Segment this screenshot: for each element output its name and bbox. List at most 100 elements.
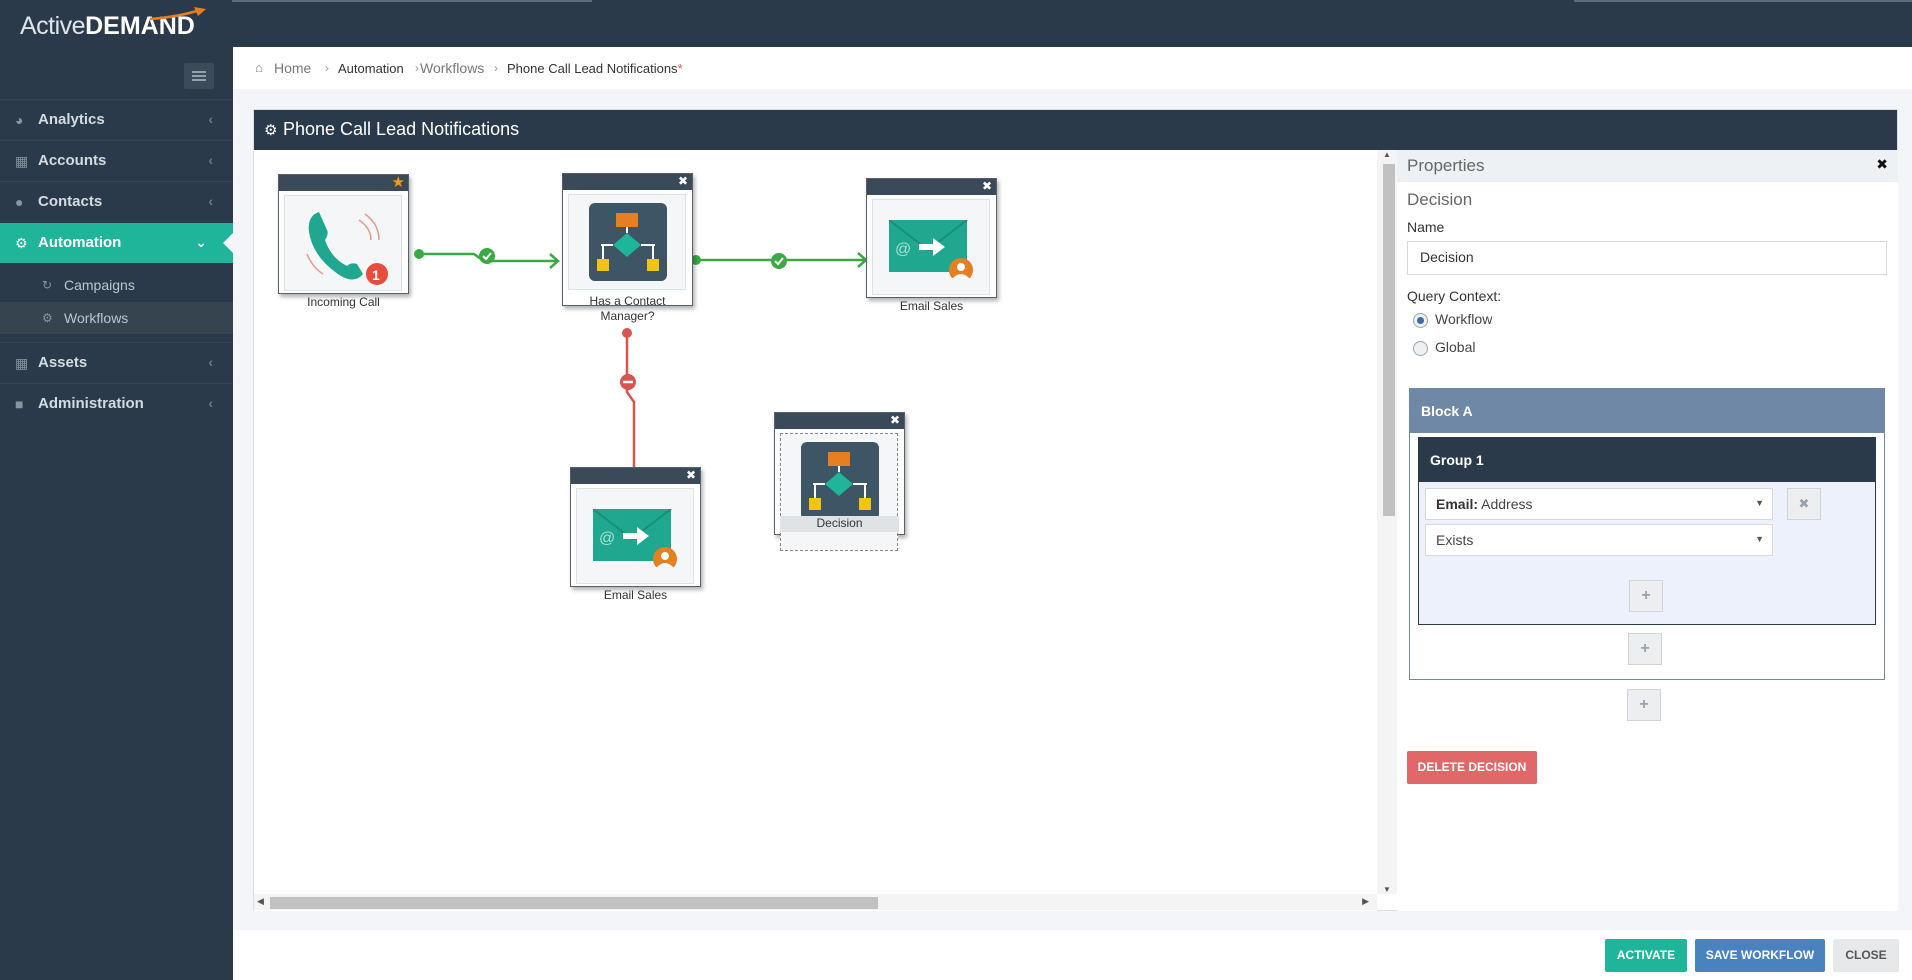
node-icon-box: 1 (284, 195, 402, 291)
breadcrumb-workflows-link[interactable]: Workflows (420, 60, 485, 76)
scrollbar-thumb[interactable] (270, 897, 878, 909)
add-block-button[interactable]: + (1627, 689, 1661, 721)
node-email-sales[interactable]: ✖ @ Email Sales (570, 467, 701, 602)
star-icon[interactable]: ★ (391, 174, 405, 191)
breadcrumb-separator: › (494, 61, 498, 75)
sidebar-item-automation[interactable]: ⚙ Automation ⌄ (0, 223, 233, 263)
breadcrumb-automation-link[interactable]: Automation (338, 61, 404, 76)
name-input-value: Decision (1420, 249, 1474, 265)
node-header: ✖ (563, 174, 692, 190)
panel-title: Phone Call Lead Notifications (283, 119, 520, 139)
breadcrumb-current-label: Phone Call Lead Notifications (507, 61, 678, 76)
sidebar-toggle-button[interactable] (184, 63, 214, 89)
scroll-up-icon[interactable]: ▲ (1383, 150, 1391, 159)
vertical-scrollbar[interactable]: ▲ ▼ (1377, 150, 1397, 894)
close-button[interactable]: CLOSE (1833, 939, 1899, 972)
node-decision[interactable]: ✖ Decision (774, 412, 905, 551)
activate-button[interactable]: ACTIVATE (1605, 939, 1687, 972)
radio-label: Global (1435, 339, 1476, 355)
node-header: ✖ (571, 468, 700, 484)
phone-icon (306, 212, 388, 285)
node-email-sales[interactable]: ✖ @ Email Sales (866, 178, 997, 313)
sidebar-item-label: Automation (38, 234, 122, 251)
home-icon: ⌂ (255, 60, 263, 75)
sidebar-item-label: Accounts (38, 152, 107, 169)
operator-select[interactable]: Exists ▼ (1425, 524, 1773, 556)
sidebar-item-administration[interactable]: ■ Administration ‹ (0, 383, 233, 423)
panel-header: ⚙ Phone Call Lead Notifications (254, 110, 1897, 150)
sidebar-item-label: Administration (38, 395, 144, 412)
sidebar-subitem-campaigns[interactable]: ↻ Campaigns (0, 269, 233, 301)
sidebar-subitem-label: Workflows (64, 310, 129, 326)
field-select-prefix: Email: (1436, 496, 1479, 512)
sidebar-item-label: Assets (38, 354, 88, 371)
sidebar-item-label: Analytics (38, 111, 105, 128)
horizontal-scrollbar[interactable]: ◀ ▶ (254, 894, 1377, 910)
sidebar-subitem-workflows[interactable]: ⚙ Workflows (0, 302, 233, 334)
chevron-left-icon: ‹ (208, 395, 213, 411)
name-input[interactable]: Decision (1407, 241, 1887, 275)
hamburger-icon (192, 71, 206, 73)
logo-arrow-icon (149, 7, 206, 21)
chevron-left-icon: ‹ (208, 152, 213, 168)
workflow-canvas[interactable]: ★ 1 Incoming Call ✖ (254, 150, 1377, 911)
connector-endpoint (414, 249, 424, 259)
email-icon: @ (593, 509, 677, 567)
save-workflow-button[interactable]: SAVE WORKFLOW (1695, 939, 1825, 972)
radio-button-checked[interactable] (1413, 313, 1428, 328)
chevron-left-icon: ‹ (208, 193, 213, 209)
add-condition-button[interactable]: + (1629, 580, 1663, 612)
delete-decision-button[interactable]: DELETE DECISION (1407, 751, 1537, 784)
close-icon[interactable]: ✖ (677, 174, 688, 188)
close-icon[interactable]: ✖ (1876, 156, 1888, 172)
cogs-icon: ⚙ (264, 122, 278, 139)
check-icon[interactable] (771, 253, 787, 269)
breadcrumb-home-link[interactable]: Home (274, 60, 312, 76)
top-bar-divider (232, 0, 592, 2)
field-select[interactable]: Email: Address ▼ (1425, 488, 1773, 520)
operator-select-value: Exists (1436, 532, 1474, 548)
group-header: Group 1 (1419, 438, 1875, 482)
notification-badge: 1 (372, 267, 380, 283)
top-bar: ActiveDEMAND (0, 0, 1912, 47)
node-label: Email Sales (603, 588, 668, 602)
sidebar-item-assets[interactable]: ▦ Assets ‹ (0, 342, 233, 382)
logo[interactable]: ActiveDEMAND (20, 7, 206, 41)
chevron-down-icon: ⌄ (195, 234, 207, 250)
scroll-left-icon[interactable]: ◀ (257, 896, 264, 906)
sitemap-icon: ▦ (15, 153, 29, 169)
decision-icon (801, 442, 879, 520)
sidebar-item-accounts[interactable]: ▦ Accounts ‹ (0, 140, 233, 180)
refresh-icon: ↻ (42, 278, 53, 292)
close-icon[interactable]: ✖ (981, 179, 992, 193)
remove-condition-button[interactable]: ✖ (1787, 488, 1821, 520)
chevron-left-icon: ‹ (208, 354, 213, 370)
node-header: ✖ (775, 413, 904, 429)
properties-section-title: Decision (1407, 190, 1473, 209)
scroll-down-icon[interactable]: ▼ (1383, 885, 1391, 894)
chevron-left-icon: ‹ (208, 111, 213, 127)
breadcrumb-separator: › (325, 61, 329, 75)
add-group-button[interactable]: + (1628, 633, 1662, 665)
close-icon[interactable]: ✖ (889, 413, 900, 427)
success-connector[interactable] (419, 252, 557, 263)
scroll-right-icon[interactable]: ▶ (1362, 896, 1369, 906)
name-label: Name (1407, 219, 1445, 235)
connector-layer (414, 248, 868, 482)
close-icon[interactable]: ✖ (685, 468, 696, 482)
check-icon[interactable] (479, 248, 495, 264)
email-icon: @ (889, 220, 973, 278)
node-label-line: Manager? (600, 309, 655, 323)
sidebar-item-analytics[interactable]: ◕ Analytics ‹ (0, 99, 233, 139)
scrollbar-thumb[interactable] (1383, 164, 1395, 516)
node-incoming-call[interactable]: ★ 1 Incoming Call (278, 174, 409, 309)
radio-button[interactable] (1413, 341, 1428, 356)
sidebar-item-contacts[interactable]: ● Contacts ‹ (0, 181, 233, 221)
cogs-icon: ⚙ (42, 311, 53, 325)
properties-title: Properties (1407, 156, 1485, 175)
failure-connector[interactable] (625, 332, 636, 478)
field-select-value: Address (1478, 496, 1533, 512)
decision-icon (589, 203, 667, 281)
